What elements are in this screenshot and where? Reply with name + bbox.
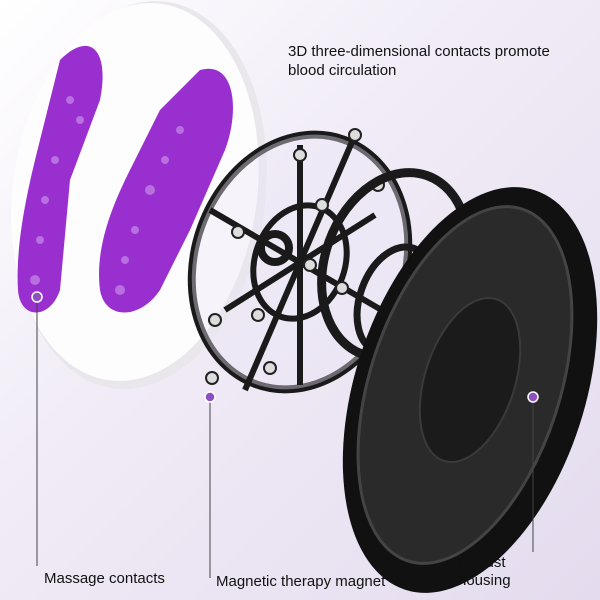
left-footprint bbox=[17, 45, 103, 313]
housing bbox=[342, 187, 598, 593]
headline-caption: 3D three-dimensional contacts promote bl… bbox=[288, 43, 550, 79]
housing-label: Robust housing bbox=[458, 554, 511, 589]
callout-dot-massage bbox=[31, 291, 43, 303]
callout-dot-magnet bbox=[204, 391, 216, 403]
magnet-label: Magnetic therapy magnet bbox=[216, 573, 386, 590]
callout-dot-housing bbox=[527, 391, 539, 403]
right-footprint bbox=[99, 68, 233, 313]
top-disc bbox=[11, 1, 267, 389]
massage-contacts-label: Massage contacts bbox=[44, 570, 165, 587]
callout-lines bbox=[36, 297, 534, 578]
